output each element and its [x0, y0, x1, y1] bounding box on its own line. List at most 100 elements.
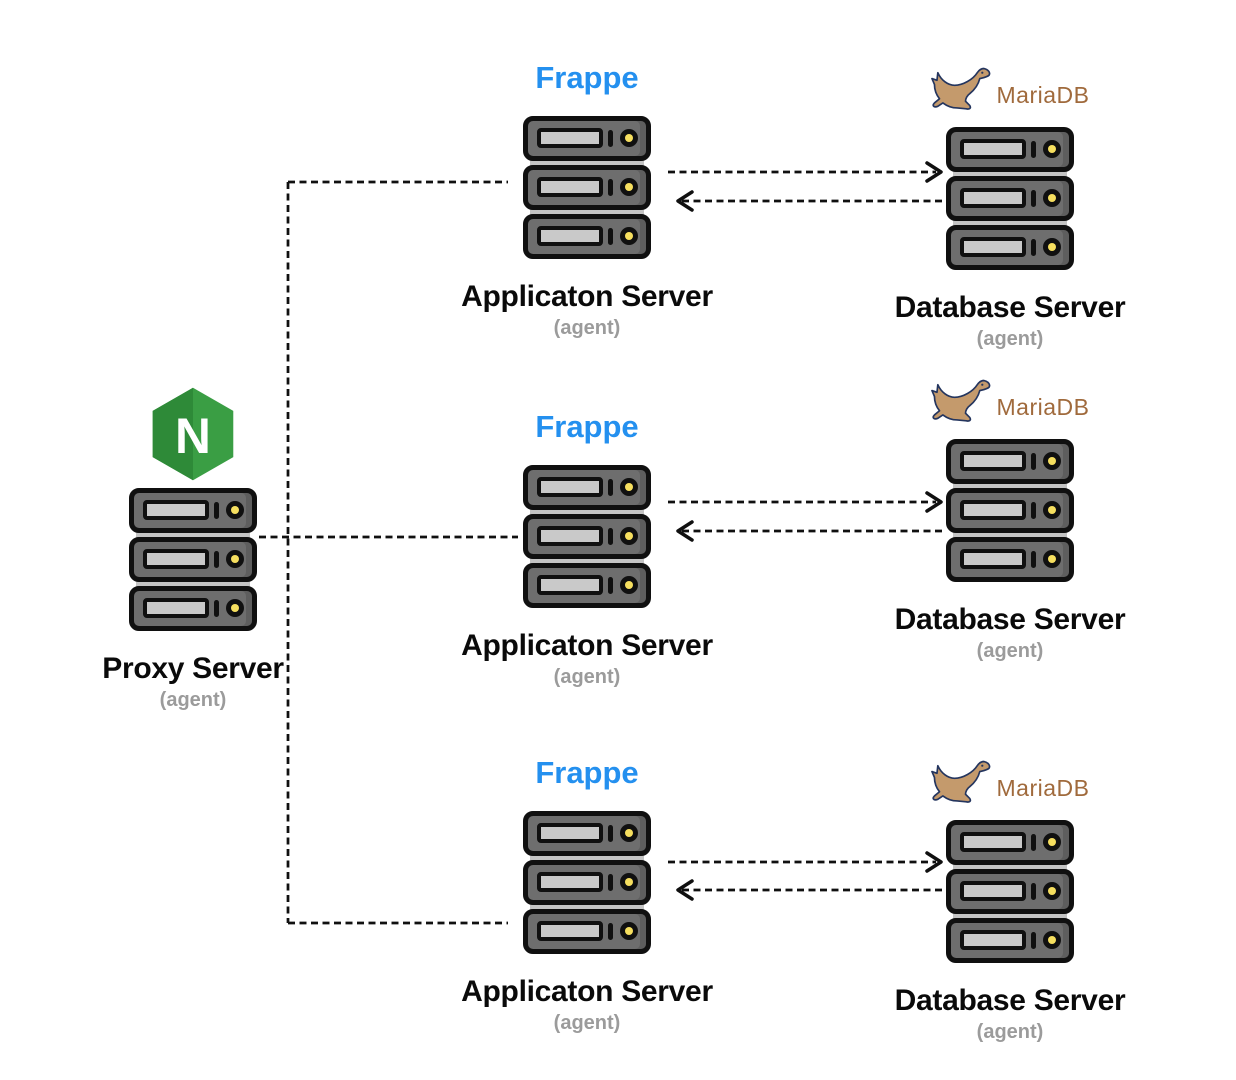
led-light-icon	[1043, 238, 1061, 256]
power-switch-icon	[608, 228, 613, 245]
led-light-icon	[620, 873, 638, 891]
server-unit-icon	[523, 860, 651, 905]
server-stack-icon	[946, 127, 1074, 270]
server-unit-icon	[129, 488, 257, 533]
server-unit-icon	[946, 439, 1074, 484]
mariadb-logo: MariaDB	[930, 757, 1090, 807]
drive-slot-icon	[960, 930, 1026, 950]
server-unit-icon	[129, 537, 257, 582]
drive-slot-icon	[537, 823, 603, 843]
drive-slot-icon	[537, 921, 603, 941]
server-unit-icon	[523, 165, 651, 210]
drive-slot-icon	[960, 881, 1026, 901]
server-unit-icon	[523, 811, 651, 856]
server-stack-icon	[523, 811, 651, 954]
power-switch-icon	[1031, 239, 1036, 256]
server-stack-icon	[946, 820, 1074, 963]
proxy-server-cluster: N Proxy Server (agent)	[33, 386, 353, 712]
server-stack-icon	[129, 488, 257, 631]
node-title: Applicaton Server	[461, 975, 713, 1008]
node-subtitle: (agent)	[976, 640, 1044, 662]
drive-slot-icon	[537, 526, 603, 546]
node-subtitle: (agent)	[976, 1021, 1044, 1043]
led-light-icon	[226, 501, 244, 519]
node-title: Proxy Server	[102, 652, 284, 685]
server-unit-icon	[946, 176, 1074, 221]
server-unit-icon	[946, 225, 1074, 270]
power-switch-icon	[214, 502, 219, 519]
application-server-2-cluster: Frappe Applicaton Server (agent)	[427, 409, 747, 689]
power-switch-icon	[608, 825, 613, 842]
server-stack-icon	[523, 116, 651, 259]
frappe-logo: Frappe	[535, 409, 639, 444]
drive-slot-icon	[537, 872, 603, 892]
server-stack-icon	[946, 439, 1074, 582]
power-switch-icon	[608, 130, 613, 147]
drive-slot-icon	[960, 188, 1026, 208]
mariadb-sealion-icon	[930, 760, 990, 803]
server-unit-icon	[946, 918, 1074, 963]
led-light-icon	[620, 527, 638, 545]
power-switch-icon	[1031, 502, 1036, 519]
drive-slot-icon	[537, 226, 603, 246]
node-title: Database Server	[894, 291, 1126, 324]
drive-slot-icon	[960, 139, 1026, 159]
server-stack-icon	[523, 465, 651, 608]
nginx-letter: N	[175, 408, 211, 464]
drive-slot-icon	[537, 128, 603, 148]
mariadb-wordmark: MariaDB	[996, 81, 1090, 108]
database-server-1-cluster: MariaDB Database Server (agent)	[850, 64, 1170, 351]
drive-slot-icon	[537, 575, 603, 595]
power-switch-icon	[214, 600, 219, 617]
led-light-icon	[620, 129, 638, 147]
power-switch-icon	[608, 479, 613, 496]
server-unit-icon	[946, 869, 1074, 914]
mariadb-sealion-icon	[930, 67, 990, 110]
led-light-icon	[620, 824, 638, 842]
server-unit-icon	[946, 537, 1074, 582]
led-light-icon	[1043, 882, 1061, 900]
database-server-3-cluster: MariaDB Database Server (agent)	[850, 757, 1170, 1044]
led-light-icon	[620, 227, 638, 245]
led-light-icon	[1043, 550, 1061, 568]
drive-slot-icon	[143, 598, 209, 618]
server-unit-icon	[523, 514, 651, 559]
mariadb-logo: MariaDB	[930, 376, 1090, 426]
led-light-icon	[1043, 931, 1061, 949]
led-light-icon	[1043, 501, 1061, 519]
power-switch-icon	[1031, 453, 1036, 470]
drive-slot-icon	[960, 549, 1026, 569]
drive-slot-icon	[537, 477, 603, 497]
server-unit-icon	[129, 586, 257, 631]
node-subtitle: (agent)	[159, 689, 227, 711]
drive-slot-icon	[960, 500, 1026, 520]
node-subtitle: (agent)	[553, 317, 621, 339]
led-light-icon	[620, 576, 638, 594]
database-server-2-cluster: MariaDB Database Server (agent)	[850, 376, 1170, 663]
node-subtitle: (agent)	[553, 1012, 621, 1034]
led-light-icon	[226, 550, 244, 568]
drive-slot-icon	[960, 832, 1026, 852]
mariadb-sealion-icon	[930, 379, 990, 422]
power-switch-icon	[608, 528, 613, 545]
server-unit-icon	[523, 465, 651, 510]
mariadb-logo: MariaDB	[930, 64, 1090, 114]
power-switch-icon	[608, 179, 613, 196]
power-switch-icon	[608, 874, 613, 891]
power-switch-icon	[1031, 551, 1036, 568]
led-light-icon	[620, 478, 638, 496]
application-server-3-cluster: Frappe Applicaton Server (agent)	[427, 755, 747, 1035]
power-switch-icon	[608, 923, 613, 940]
led-light-icon	[1043, 452, 1061, 470]
power-switch-icon	[1031, 834, 1036, 851]
mariadb-wordmark: MariaDB	[996, 774, 1090, 801]
power-switch-icon	[214, 551, 219, 568]
power-switch-icon	[1031, 883, 1036, 900]
power-switch-icon	[1031, 932, 1036, 949]
drive-slot-icon	[537, 177, 603, 197]
node-title: Applicaton Server	[461, 280, 713, 313]
led-light-icon	[226, 599, 244, 617]
server-unit-icon	[523, 909, 651, 954]
server-unit-icon	[946, 488, 1074, 533]
